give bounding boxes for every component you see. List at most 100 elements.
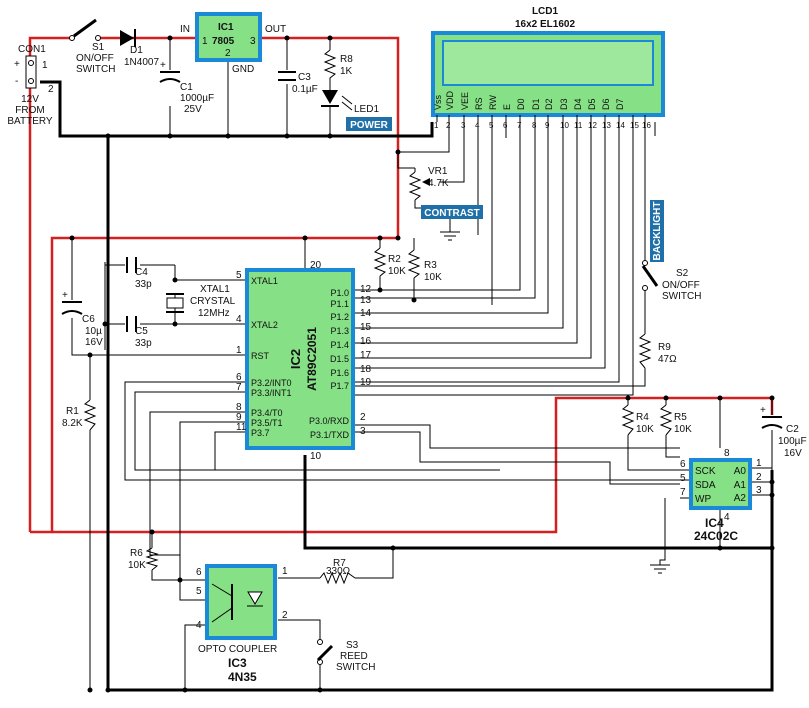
ic2-right-pin-num: 16 [360, 336, 372, 347]
ic4-right-pin-label: A1 [734, 480, 747, 491]
c3-label: C3 [298, 72, 311, 83]
ic3-pin2: 2 [282, 610, 288, 621]
lcd1-pin-number: 13 [602, 121, 611, 130]
led-led1: LED1 [321, 90, 379, 115]
lcd1-pin-label: D5 [587, 98, 597, 110]
contrast-badge-text: CONTRAST [424, 208, 480, 219]
ic2-left-pin-label: P3.3/INT1 [251, 388, 292, 398]
ic4-right-pin-num: 2 [756, 472, 762, 483]
r6-label: R6 [130, 548, 143, 559]
ic2-left-pin-label: RST [251, 351, 270, 361]
c1-value: 1000µF [180, 93, 214, 104]
r2-label: R2 [388, 254, 401, 265]
lcd1-pin-number: 8 [532, 121, 537, 130]
r9-label: R9 [658, 342, 671, 353]
lcd1-pin-number: 4 [475, 121, 480, 130]
lcd1-pin-label: D3 [559, 98, 569, 110]
backlight-badge: BACKLIGHT [650, 200, 664, 262]
ic4-right-pin-num: 1 [756, 458, 762, 469]
ic4-pin-top: 8 [724, 448, 730, 459]
ic1-pin2: 2 [225, 48, 231, 59]
s2-desc-1: ON/OFF [662, 280, 700, 291]
r4-label: R4 [636, 412, 649, 423]
capacitor-c5: C5 33p [126, 316, 152, 349]
lcd1-pin-number: 14 [616, 121, 625, 130]
con1-pin2: 2 [48, 84, 54, 95]
lcd1-pin-label: RS [474, 97, 484, 110]
ic2-left-pin-num: 6 [236, 372, 242, 383]
c6-label: C6 [82, 314, 95, 325]
s1-desc-1: ON/OFF [76, 53, 114, 64]
optocoupler-ic3: 6 5 4 1 2 OPTO COUPLER IC3 4N35 [196, 564, 288, 684]
ic4-left-pin-num: 5 [680, 473, 686, 484]
resistor-r8: R8 1K [323, 49, 353, 80]
ic2-left-pin-num: 8 [236, 402, 242, 413]
ic1-name: IC1 [218, 22, 234, 33]
ic2-left-pin-label: XTAL2 [251, 320, 278, 330]
ic2-left-pin-label: P3.4/T0 [251, 408, 283, 418]
s1-desc-2: SWITCH [76, 64, 115, 75]
lcd1-pin-number: 1 [434, 121, 439, 130]
s2-label: S2 [676, 268, 689, 279]
ic2-right-pin-num: 3 [360, 426, 366, 437]
ic2-left-pin-label: XTAL1 [251, 276, 278, 286]
ic2-right-pin-num: 17 [360, 350, 372, 361]
ic2-left-pin-num: 1 [236, 345, 242, 356]
r5-label: R5 [674, 412, 687, 423]
lcd1-pin-number: 10 [560, 121, 569, 130]
lcd1-pin-number: 2 [446, 121, 451, 130]
s1-label: S1 [92, 42, 105, 53]
d1-label: D1 [130, 45, 143, 56]
ic4-right-pin-label: A2 [734, 493, 747, 504]
resistor-r9: R9 47Ω [638, 333, 677, 369]
s3-desc-2: SWITCH [336, 662, 375, 673]
ic2-left-pin-num: 9 [236, 412, 242, 423]
c6-volt: 16V [85, 337, 103, 348]
r5-value: 10K [674, 424, 692, 435]
ic2-right-pin-num: 14 [360, 308, 372, 319]
ic2-right-pin-label: P1.2 [330, 312, 349, 322]
ic2-right-pin-label: D1.5 [330, 354, 349, 364]
ic4-right-pin-num: 3 [756, 485, 762, 496]
r3-label: R3 [424, 260, 437, 271]
c3-value: 0.1µF [292, 84, 318, 95]
resistor-r5: R5 10K [659, 404, 692, 436]
s3-label: S3 [346, 640, 359, 651]
ic2-pin-top: 20 [310, 260, 322, 271]
lcd1-pin-number: 16 [642, 121, 651, 130]
c5-label: C5 [135, 326, 148, 337]
regulator-ic1: IC1 7805 1 3 2 IN OUT GND [180, 12, 286, 75]
c2-label: C2 [786, 424, 799, 435]
ic2-part: AT89C2051 [305, 327, 319, 391]
c1-label: C1 [180, 82, 193, 93]
ic2-left-pin-num: 7 [236, 382, 242, 393]
lcd1-pin-label: VEE [460, 92, 470, 110]
ic2-right-pin-label: P1.0 [330, 288, 349, 298]
ic1-pin3: 3 [250, 36, 256, 47]
ic2-right-pin-label: P3.1/TXD [310, 430, 350, 440]
ic3-desc: OPTO COUPLER [198, 644, 277, 655]
r3-value: 10K [424, 272, 442, 283]
ic2-left-pin-label: P3.7 [251, 428, 270, 438]
junctions [69, 35, 775, 693]
crystal-xtal1: XTAL1 CRYSTAL 12MHz [166, 284, 236, 319]
c4-value: 33p [135, 279, 152, 290]
resistor-r1: R1 8.2K [62, 399, 97, 431]
lcd1-pin-label: E [502, 104, 512, 110]
ic3-name: IC3 [228, 656, 247, 670]
ic1-pin1: 1 [202, 36, 208, 47]
r6-value: 10K [128, 560, 146, 571]
r9-value: 47Ω [658, 354, 677, 365]
lcd1-pin-label: D2 [544, 98, 554, 110]
ic4-pin-bottom: 4 [724, 512, 730, 523]
contrast-badge: CONTRAST [421, 205, 483, 219]
capacitor-c6: + C6 10µ 16V [61, 290, 103, 348]
ic4-left-pin-label: SDA [695, 480, 716, 491]
ic4-left-pin-label: WP [695, 494, 711, 505]
ic2-right-pin-label: P1.1 [330, 299, 349, 309]
